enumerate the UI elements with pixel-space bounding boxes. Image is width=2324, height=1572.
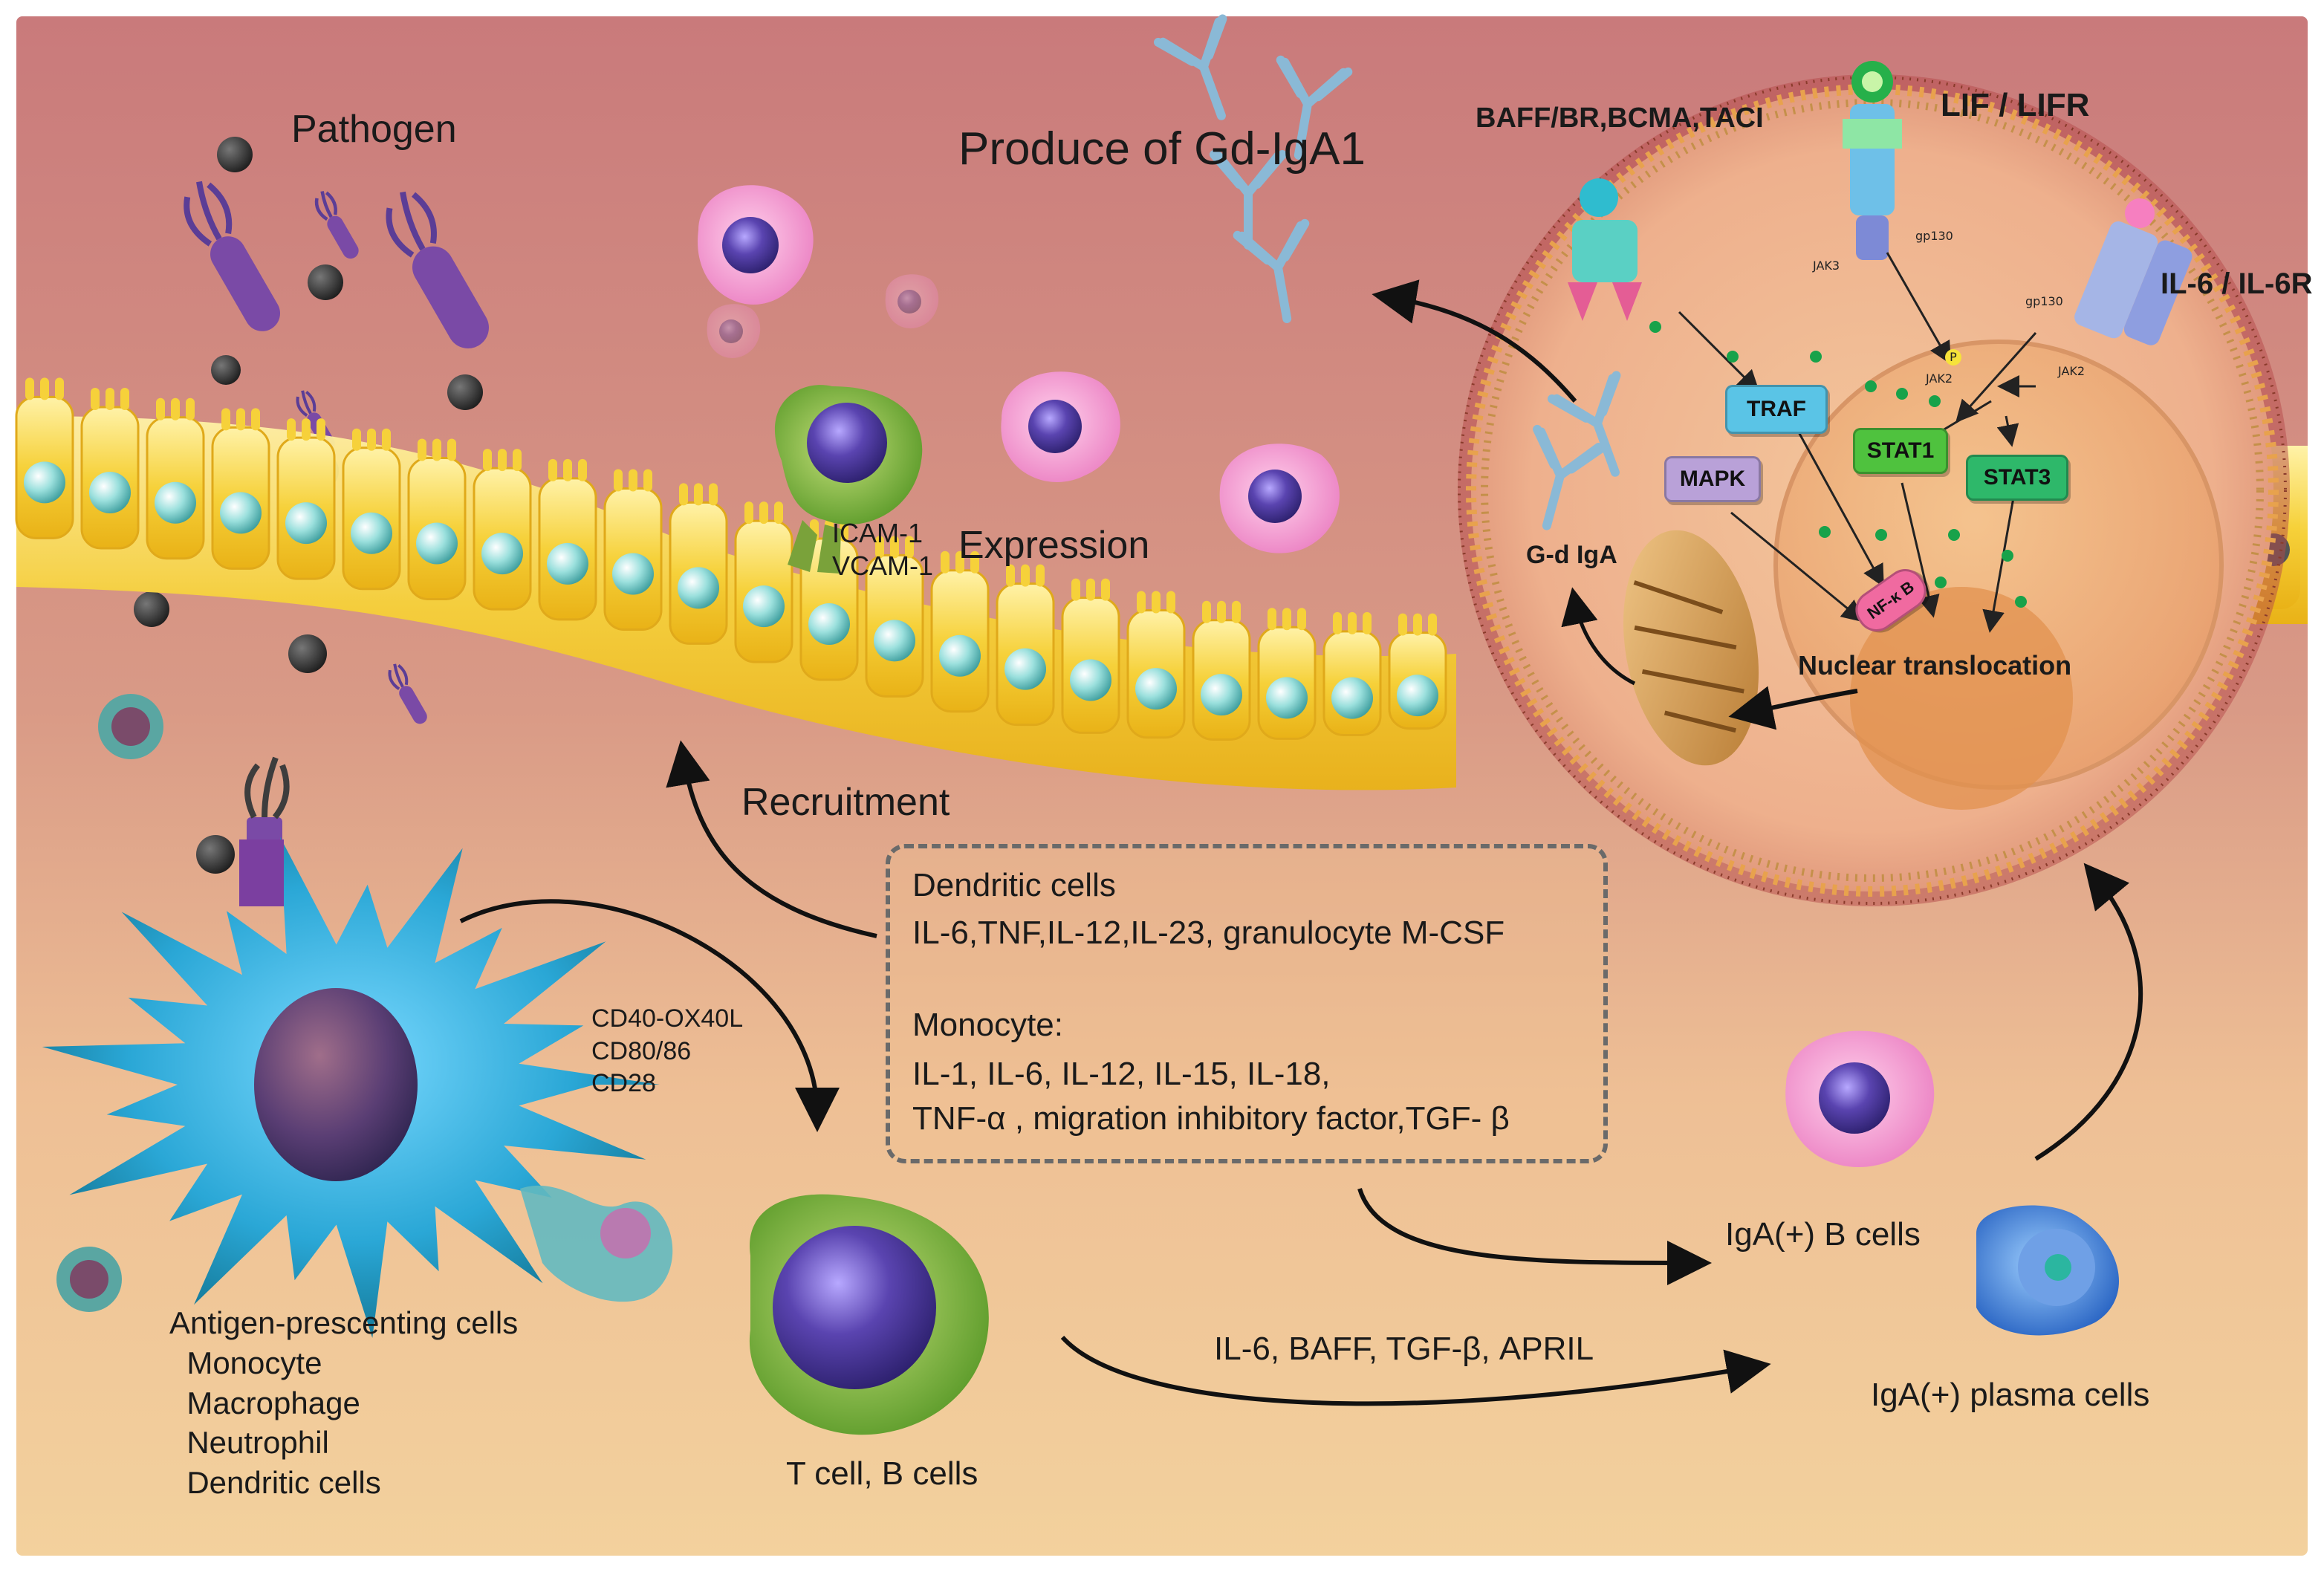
arrow-apc-to-tcell — [459, 899, 840, 1132]
expression-label: Expression — [958, 524, 1150, 567]
nuclear-translocation-label: Nuclear translocation — [1798, 650, 2072, 681]
tb-cells-label: T cell, B cells — [786, 1455, 978, 1492]
epithelial-cell — [996, 564, 1055, 727]
pathogen-dot — [211, 355, 241, 385]
il6-label: IL-6 / IL-6R — [2161, 267, 2313, 300]
antigen-presenting-cell — [42, 837, 673, 1338]
arrow-plasma-up — [2034, 863, 2143, 1161]
cytokine-box: Dendritic cells IL-6,TNF,IL-12,IL-23, gr… — [886, 844, 1608, 1163]
iga-antibody — [1276, 55, 1353, 160]
gp130-label-mid: gp130 — [2025, 294, 2063, 308]
jak2-center-label: JAK2 — [1926, 371, 1953, 386]
jak2-right-label: JAK2 — [2058, 364, 2086, 378]
epithelial-cell — [276, 418, 336, 580]
plasma-cell — [1976, 1205, 2120, 1336]
arrow-tcell-to-plasma — [1060, 1335, 1771, 1406]
pathogen-dot — [308, 264, 343, 300]
arrow-to-produce — [1372, 279, 1577, 403]
iga-antibody — [1153, 14, 1227, 120]
adherent-leukocyte — [774, 385, 923, 574]
pathogen-dot — [217, 137, 253, 172]
epithelial-cell — [15, 377, 74, 539]
gd-iga-label: G-d IgA — [1526, 541, 1617, 569]
epithelial-cell — [734, 501, 793, 663]
arrows — [459, 279, 2143, 1406]
small-spiky-cells — [56, 694, 163, 1312]
epithelial-cell — [865, 536, 924, 698]
stat3-tag: STAT3 — [1966, 455, 2068, 501]
epithelial-cell — [342, 428, 401, 591]
epithelial-cell — [211, 408, 270, 570]
apc-label: Antigen-prescenting cells Monocyte Macro… — [169, 1305, 519, 1500]
costimulation-label: CD40-OX40L CD80/86 CD28 — [591, 1004, 744, 1098]
epithelial-cell — [669, 483, 728, 645]
epithelial-cell — [473, 449, 532, 611]
epithelial-cell — [1257, 608, 1317, 740]
epithelial-cell — [1388, 613, 1447, 730]
pathogen-dot — [196, 835, 235, 874]
iga-antibody — [1547, 371, 1621, 477]
icam-label: ICAM-1 — [832, 518, 924, 548]
pathogen-label: Pathogen — [291, 108, 457, 151]
arrow-gd-iga-up — [1561, 587, 1636, 686]
epithelial-cell — [1192, 600, 1251, 741]
epithelial-cell — [538, 458, 597, 621]
iga-antibody — [1533, 424, 1608, 530]
epithelial-cell — [603, 469, 663, 631]
iga-b-cells-label: IgA(+) B cells — [1725, 1216, 1921, 1253]
signal-dots — [1649, 321, 2027, 608]
pathogen-dot — [288, 634, 327, 673]
epithelial-cell — [1126, 591, 1186, 739]
produce-title: Produce of Gd-IgA1 — [958, 123, 1366, 175]
epithelial-cell — [799, 519, 859, 681]
jak3-label: JAK3 — [1813, 259, 1840, 273]
arrow-nuclear-out — [1728, 686, 1858, 730]
vcam-label: VCAM-1 — [832, 550, 934, 581]
epithelial-cell — [146, 397, 205, 560]
pathogen-dot — [134, 591, 169, 627]
pink-immune-cells — [698, 185, 1935, 1168]
stat1-tag: STAT1 — [1853, 428, 1948, 474]
gp130-label-top: gp130 — [1915, 229, 1953, 243]
phospho-label: P — [1945, 349, 1961, 366]
arrow-recruitment — [666, 740, 877, 938]
traf-tag: TRAF — [1725, 385, 1828, 434]
epithelial-cell — [930, 550, 990, 713]
cytokines-label: IL-6, BAFF, TGF-β, APRIL — [1214, 1331, 1594, 1367]
pathogen-dot — [447, 374, 483, 410]
arrow-box-to-bcell — [1357, 1188, 1712, 1285]
monocyte-title: Monocyte: — [912, 1007, 1063, 1043]
epithelial-cell — [80, 388, 140, 550]
baff-label: BAFF/BR,BCMA,TACI — [1476, 103, 1764, 134]
iga-antibody — [1210, 150, 1287, 250]
monocyte-cytokines-2: TNF-α , migration inhibitory factor,TGF-… — [912, 1100, 1510, 1137]
dc-cytokines: IL-6,TNF,IL-12,IL-23, granulocyte M-CSF — [912, 915, 1505, 951]
iga-plasma-cells-label: IgA(+) plasma cells — [1871, 1377, 2150, 1413]
epithelial-cell — [1322, 611, 1382, 736]
iga-antibody — [1233, 218, 1310, 323]
t-cell — [749, 1194, 989, 1435]
epithelial-cells — [15, 377, 2300, 741]
epithelial-cell — [407, 438, 467, 600]
dc-title: Dendritic cells — [912, 867, 1116, 903]
signal-arrows — [1678, 252, 2037, 633]
iga-antibodies — [1153, 14, 1621, 530]
monocyte-cytokines-1: IL-1, IL-6, IL-12, IL-15, IL-18, — [912, 1056, 1331, 1092]
recruitment-label: Recruitment — [741, 781, 950, 824]
mapk-tag: MAPK — [1664, 456, 1761, 502]
epithelial-cell — [1061, 578, 1120, 734]
lif-label: LIF / LIFR — [1941, 87, 2090, 123]
